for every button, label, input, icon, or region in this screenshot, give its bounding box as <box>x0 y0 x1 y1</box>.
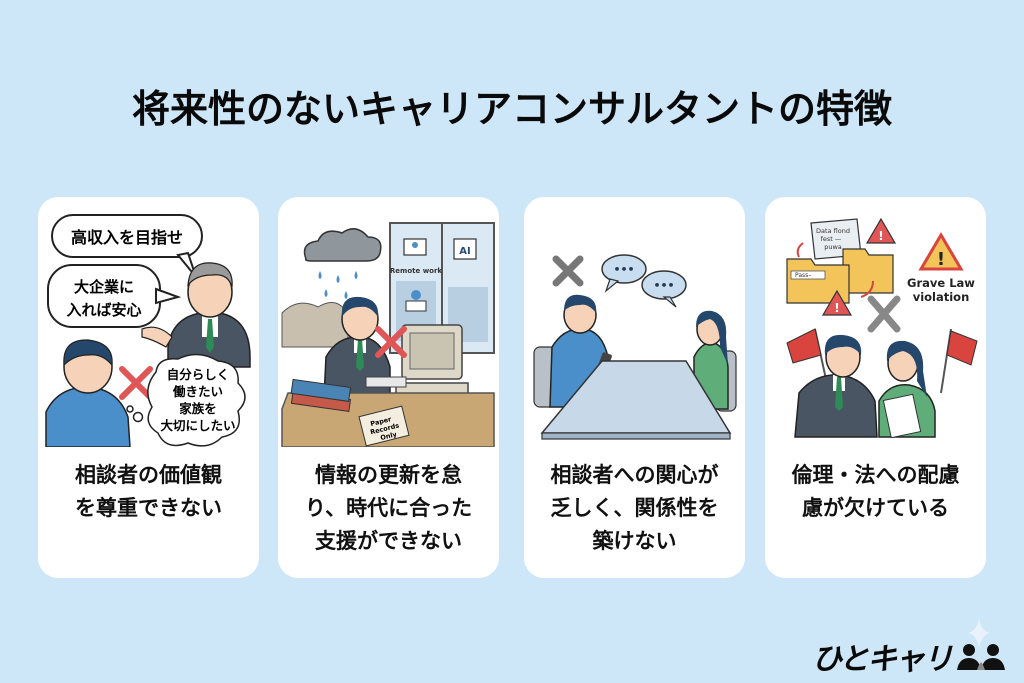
speech-bubble-icon: ••• <box>601 254 647 293</box>
svg-text:Remote work: Remote work <box>390 267 442 275</box>
rain-cloud-icon <box>303 228 382 299</box>
caption-line: 支援ができない <box>315 529 462 553</box>
caption-line: を尊重できない <box>75 496 222 520</box>
illustration-ethics: Data flond fest — puwa Pass– ! ! ! Grave… <box>786 217 978 439</box>
caption-line: り、時代に合った <box>304 496 473 520</box>
svg-text:高収入を目指せ: 高収入を目指せ <box>71 228 183 247</box>
consultant-figure-icon <box>141 262 251 368</box>
cross-gray-icon <box>867 295 901 333</box>
card-outdated-info: Remote work AI <box>278 197 499 578</box>
client-figure-icon <box>45 339 131 447</box>
yawning-man-icon <box>549 294 612 408</box>
card-caption: 相談者の価値観 を尊重できない <box>38 459 259 525</box>
speech-bubble-icon: ••• <box>641 270 687 308</box>
speech-bubble-icon: 大企業に 入れば安心 <box>47 264 182 328</box>
woman-figure-icon <box>693 310 729 410</box>
table-icon <box>540 360 732 440</box>
cross-gray-icon <box>552 255 584 287</box>
svg-text:家族を: 家族を <box>179 401 217 416</box>
svg-text:fest —: fest — <box>821 235 842 243</box>
caption-line: 築けない <box>592 529 677 553</box>
svg-text:•••: ••• <box>653 279 674 292</box>
svg-text:大企業に: 大企業に <box>74 278 134 296</box>
card-respect-values: 高収入を目指せ 大企業に 入れば安心 <box>38 197 259 578</box>
consultant-figure-icon <box>794 334 878 438</box>
svg-text:violation: violation <box>913 290 970 304</box>
illustration-disinterest: ••• ••• <box>533 254 737 440</box>
svg-text:Pass–: Pass– <box>795 272 811 279</box>
svg-text:Data flond: Data flond <box>816 227 850 235</box>
caption-line: 相談者への関心が <box>550 463 719 487</box>
card-ethics-law: Data flond fest — puwa Pass– ! ! ! Grave… <box>765 197 986 578</box>
svg-text:Only: Only <box>380 430 399 442</box>
caption-line: 情報の更新を怠 <box>315 463 462 487</box>
caption-line: 倫理・法への配慮 <box>791 463 960 487</box>
card-caption: 情報の更新を怠 り、時代に合った 支援ができない <box>278 459 499 558</box>
warning-icon: ! <box>821 289 853 316</box>
card-lack-interest: ••• ••• 相談者への関心が 乏しく、関係性を <box>524 197 745 578</box>
svg-text:!: ! <box>878 229 883 243</box>
woman-figure-icon <box>878 340 936 439</box>
illustration-values: 高収入を目指せ 大企業に 入れば安心 <box>45 214 251 447</box>
red-flag-icon <box>786 328 830 394</box>
speech-bubble-icon: 高収入を目指せ <box>51 214 203 278</box>
folder-icon: Pass– <box>786 248 894 304</box>
page-title: 将来性のないキャリアコンサルタントの特徴 <box>131 87 892 131</box>
svg-text:!: ! <box>937 249 945 270</box>
svg-text:Grave Law: Grave Law <box>907 276 975 290</box>
svg-text:!: ! <box>834 301 839 315</box>
svg-text:大切にしたい: 大切にしたい <box>160 418 235 433</box>
sparkle-icon <box>968 618 990 648</box>
brand-logo: ひとキャリ <box>812 636 1007 677</box>
caption-line: 乏しく、関係性を <box>550 496 719 520</box>
svg-text:AI: AI <box>459 246 470 257</box>
svg-text:自分らしく: 自分らしく <box>167 367 230 382</box>
caption-line: 相談者の価値観 <box>75 463 222 487</box>
svg-text:入れば安心: 入れば安心 <box>66 301 141 319</box>
cross-red-icon <box>119 366 153 400</box>
illustration-outdated: Remote work AI <box>281 222 495 447</box>
svg-text:puwa: puwa <box>824 243 842 251</box>
thought-bubble-icon: 自分らしく 働きたい 家族を 大切にしたい <box>126 353 246 447</box>
warning-icon: ! <box>865 217 897 244</box>
people-icon <box>957 644 1006 670</box>
card-caption: 倫理・法への配慮 慮が欠けている <box>765 459 986 525</box>
svg-text:働きたい: 働きたい <box>172 384 223 399</box>
card-caption: 相談者への関心が 乏しく、関係性を 築けない <box>524 459 745 558</box>
logo-text: ひとキャリ <box>812 642 953 677</box>
books-icon: Paper Records Only <box>290 378 410 447</box>
caption-line: 慮が欠けている <box>802 496 949 520</box>
red-flag-icon <box>940 328 978 394</box>
cross-red-icon <box>375 326 407 358</box>
svg-text:•••: ••• <box>613 263 634 276</box>
warning-icon: ! <box>918 232 964 271</box>
